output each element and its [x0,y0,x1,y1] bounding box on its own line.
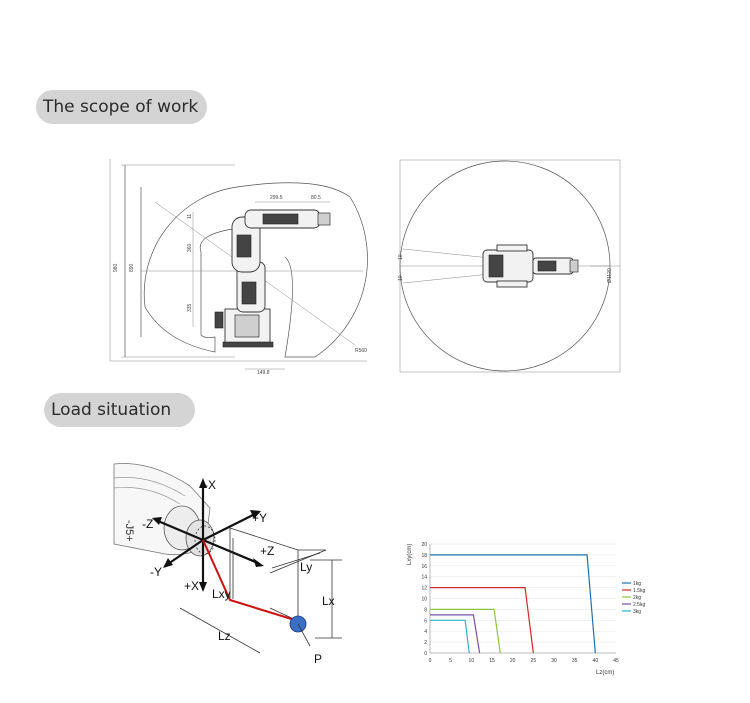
chart-x-tick-label: 0 [429,658,432,664]
dim-980: 980 [113,263,119,272]
dim-299-5: 299.5 [270,195,283,201]
axis-neg-y: -Y [150,565,162,579]
load-chart: 0 2 4 6 8 10 12 14 16 18 20 0 5 10 15 20 25 30 35 40 45 1kg1… [407,542,645,676]
label-lx: Lx [322,594,335,608]
chart-x-tick-label: 15 [489,658,495,664]
dim-890: 890 [129,263,135,272]
j5-label: -J5+ [123,520,135,542]
chart-y-tick-label: 0 [424,651,427,657]
dim-80-5: 80.5 [311,195,321,201]
chart-legend-label: 1kg [633,581,641,587]
dim-360: 360 [187,243,193,252]
axis-neg-x: -X [204,478,216,492]
chart-series-line [430,614,481,654]
chart-y-tick-label: 4 [424,629,427,635]
load-axes-diagram: -J5+ -X +Y -Z +Z -Y +X Lxy [113,463,342,666]
chart-x-tick-label: 20 [510,658,516,664]
chart-x-tick-label: 25 [531,658,537,664]
load-situation-heading: Load situation [44,393,195,427]
label-ly: Ly [300,560,312,574]
chart-x-tick-label: 35 [572,658,578,664]
dim-11: 11 [187,214,193,219]
chart-series-line [430,619,470,654]
axis-neg-z: -Z [142,517,153,531]
dim-335: 335 [187,303,193,312]
chart-x-tick-label: 45 [613,658,619,664]
chart-series-line [430,586,534,654]
label-lxy: Lxy [212,587,231,601]
chart-y-tick-label: 2 [424,640,427,646]
label-lz: Lz [218,629,231,643]
chart-y-tick-label: 8 [424,607,427,613]
chart-y-axis-label: Lxy(cm) [407,544,413,565]
chart-y-tick-label: 20 [421,542,427,548]
chart-y-tick-label: 10 [421,597,427,603]
chart-x-tick-label: 5 [449,658,452,664]
chart-series-line [430,608,501,654]
chart-x-tick-label: 30 [551,658,557,664]
dim-top-10b: 10 [398,275,404,281]
chart-series-line [430,554,596,654]
axis-pos-x: +X [184,579,199,593]
label-p: P [314,652,322,666]
chart-y-tick-label: 16 [421,564,427,570]
dim-r560: R560 [355,348,367,354]
chart-legend-label: 3kg [633,609,641,615]
scope-of-work-heading: The scope of work [36,90,207,124]
chart-y-tick-label: 6 [424,618,427,624]
dim-diameter-1120: Ø1120 [607,268,613,283]
chart-legend-label: 2.5kg [633,602,645,608]
side-view-drawing: 980 890 299.5 80.5 11 360 335 149.8 R560 [109,159,368,376]
top-view-drawing: 10 10 Ø1120 [398,159,621,373]
dim-149-8: 149.8 [257,370,270,376]
chart-x-axis-label: Lz(cm) [596,670,614,676]
axis-pos-z: +Z [260,544,274,558]
chart-legend-label: 1.5kg [633,588,645,594]
dim-top-10a: 10 [398,254,404,260]
axis-pos-y: +Y [252,511,267,525]
chart-x-tick-label: 10 [469,658,475,664]
chart-y-tick-label: 18 [421,553,427,559]
chart-y-tick-label: 14 [421,575,427,581]
chart-y-tick-label: 12 [421,586,427,592]
chart-x-tick-label: 40 [593,658,599,664]
chart-legend-label: 2kg [633,595,641,601]
